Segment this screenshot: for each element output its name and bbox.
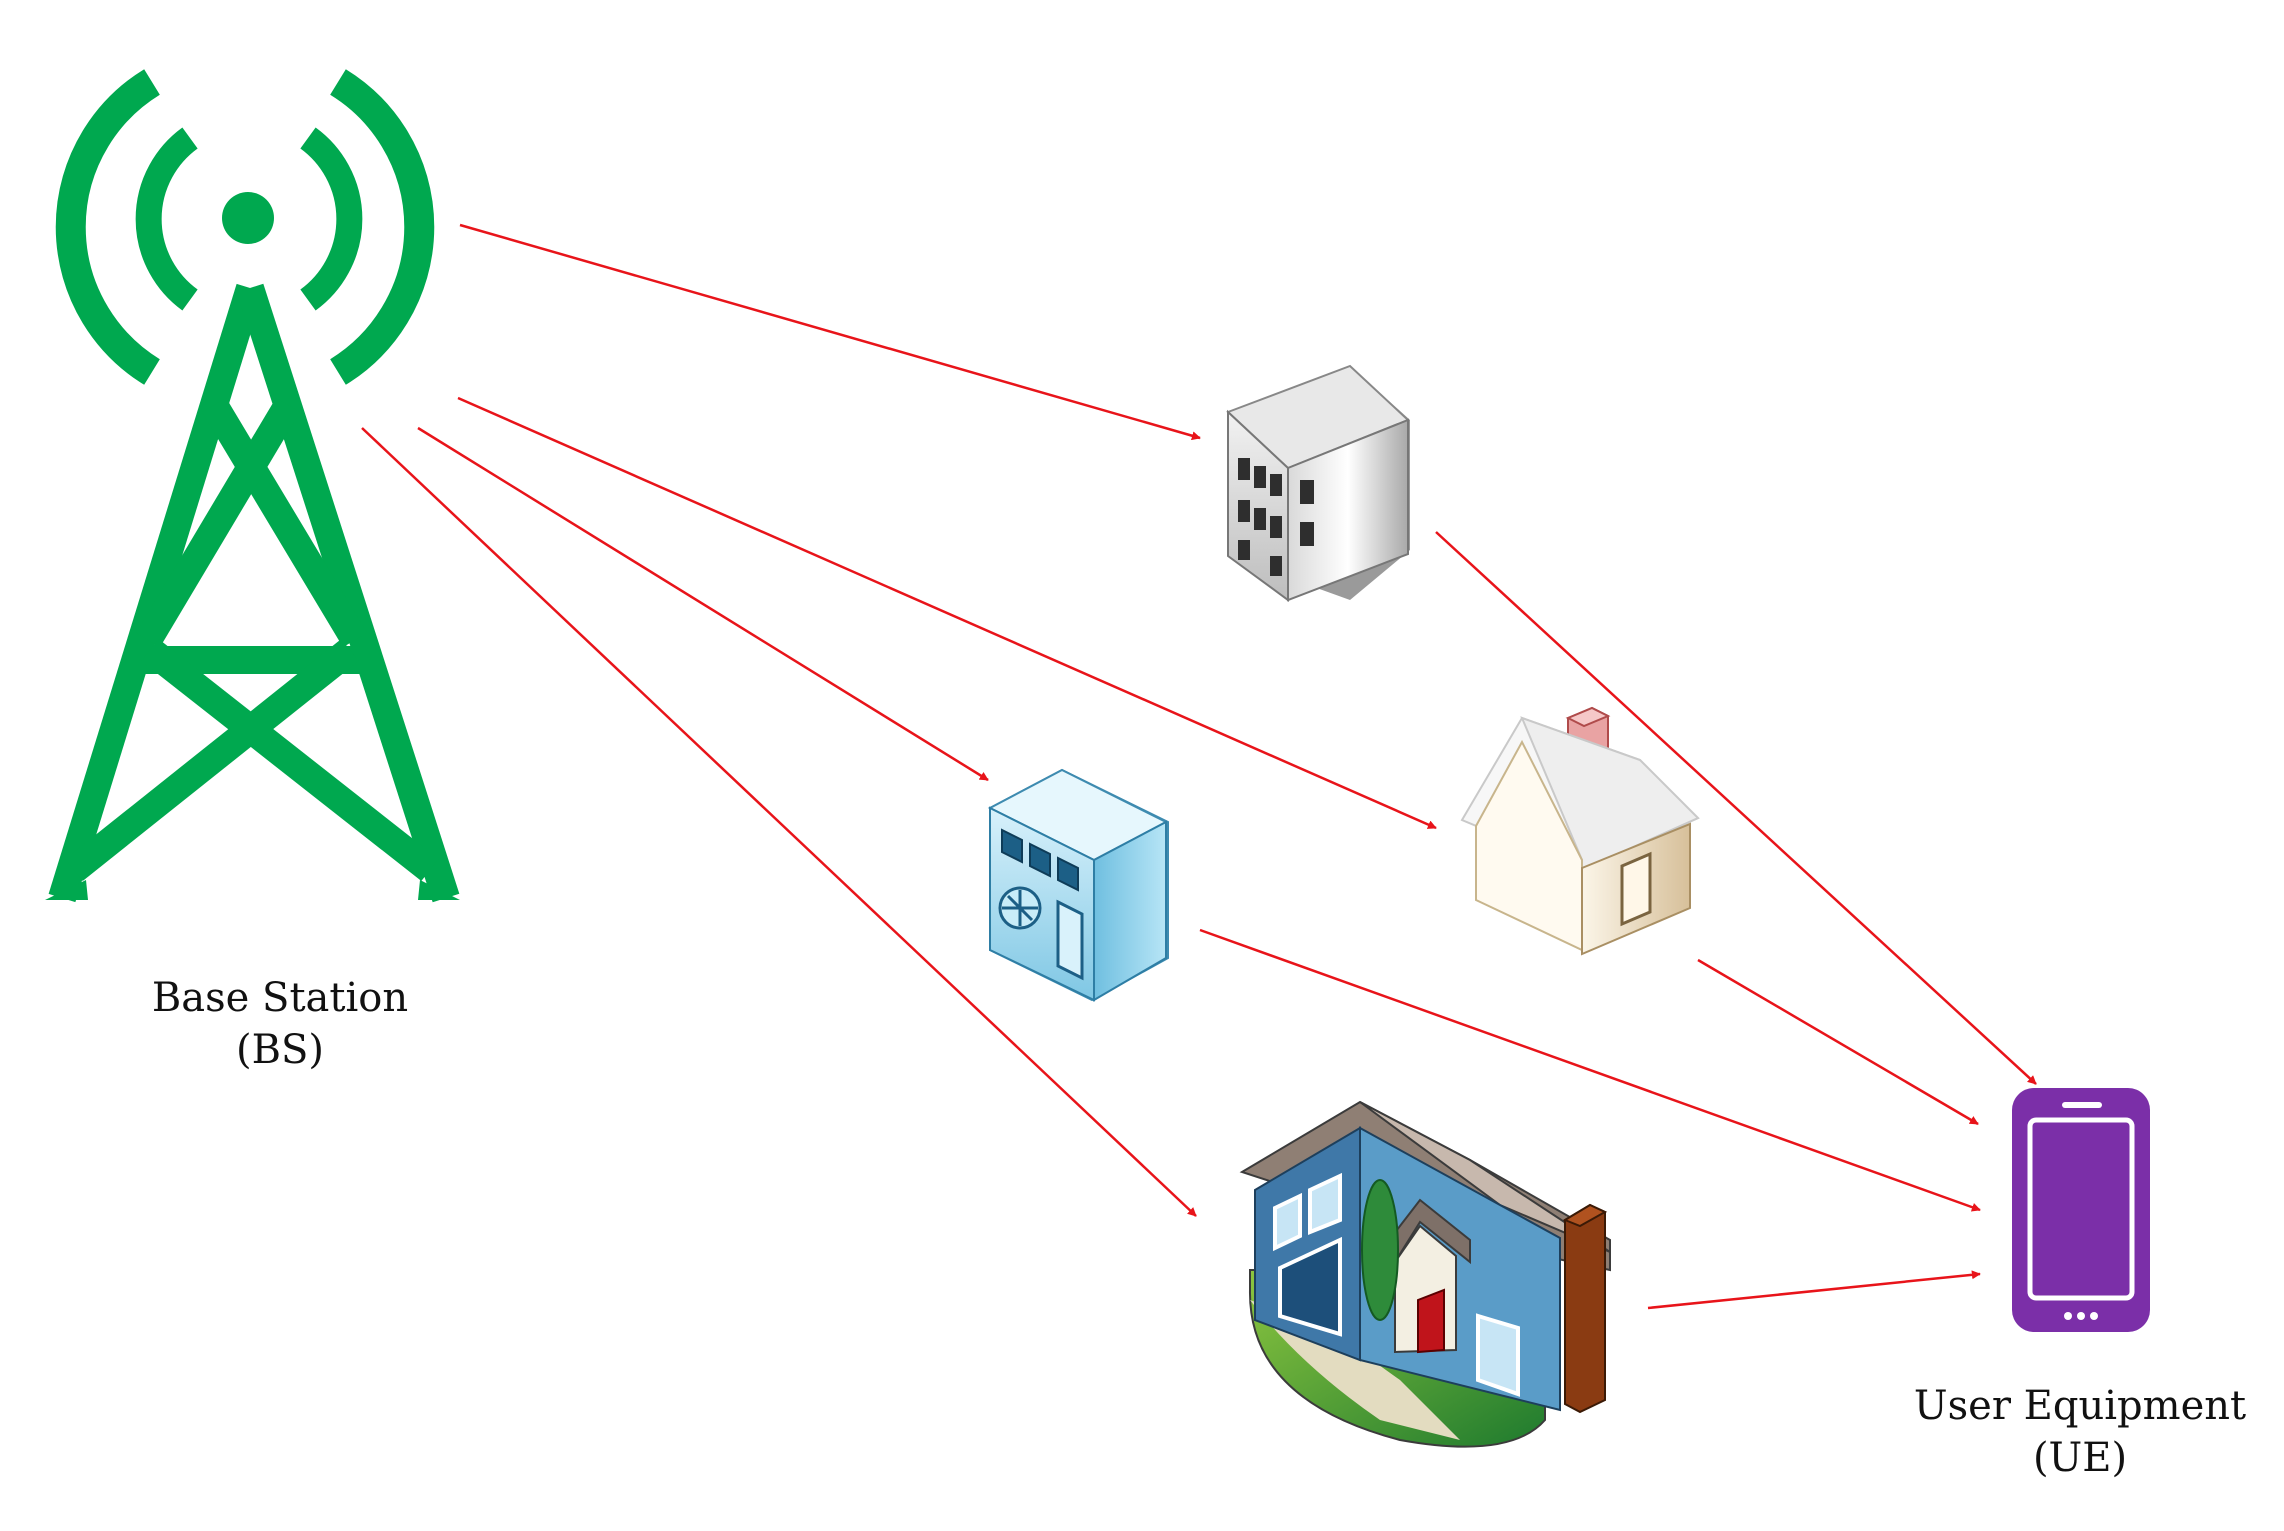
- base-station-abbr: (BS): [235, 1027, 324, 1073]
- cottage-house-icon: [1460, 706, 1700, 956]
- cell-tower-icon: [48, 69, 460, 903]
- user-equipment-abbr: (UE): [2032, 1435, 2128, 1481]
- base-station-label: Base Station (BS): [100, 972, 460, 1076]
- user-equipment-name: User Equipment: [1913, 1383, 2247, 1429]
- blue-building-icon: [987, 768, 1169, 1002]
- signal-path-suburban-house-to-user-equipment: [1647, 1270, 1981, 1310]
- office-building-icon: [1226, 364, 1410, 602]
- signal-path-base-station-to-cottage-house: [457, 396, 1437, 830]
- antenna-tip: [222, 192, 274, 244]
- smartphone-icon: [2012, 1088, 2150, 1332]
- suburban-house-icon: [1239, 1100, 1611, 1448]
- signal-arc-right-outer: [330, 69, 435, 385]
- user-equipment-label: User Equipment (UE): [1880, 1380, 2280, 1484]
- signal-path-blue-building-to-user-equipment: [1199, 928, 1981, 1212]
- signal-arc-right-inner: [300, 127, 363, 311]
- signal-path-base-station-to-office-building: [459, 223, 1201, 441]
- tower-base: [45, 880, 460, 900]
- signal-path-base-station-to-blue-building: [417, 426, 989, 782]
- signal-path-office-building-to-user-equipment: [1435, 531, 2037, 1085]
- signal-path-base-station-to-suburban-house: [361, 427, 1197, 1217]
- base-station-name: Base Station: [151, 975, 409, 1021]
- signal-arc-left-inner: [135, 127, 198, 311]
- signal-path-cottage-house-to-user-equipment: [1697, 958, 1979, 1126]
- signal-arc-left-outer: [55, 69, 160, 385]
- signal-paths: [361, 223, 2037, 1310]
